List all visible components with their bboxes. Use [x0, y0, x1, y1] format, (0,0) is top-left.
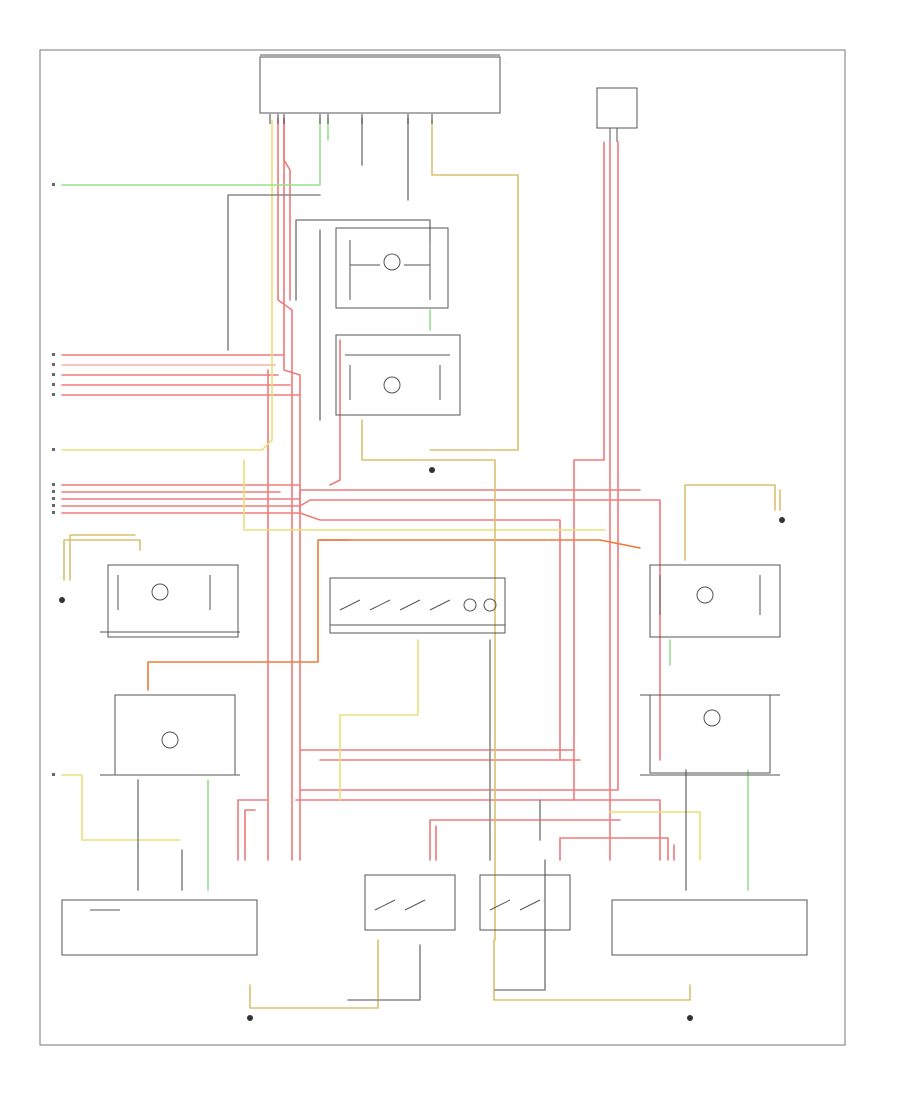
center-switch-assembly [329, 577, 506, 634]
yellow-wire-bundle [61, 119, 781, 1009]
orange-wire-bundle [147, 539, 641, 691]
svg-text:·: · [505, 62, 506, 66]
left-window-switch [364, 874, 456, 931]
red-wire-bundle [61, 117, 675, 861]
right-window-switch [479, 874, 571, 931]
left-edge-terminals [52, 183, 55, 776]
right-front-motor [649, 517, 785, 638]
top-right-fuse-block [596, 87, 638, 142]
top-connector-pins [269, 114, 433, 124]
diagram-frame [39, 49, 846, 1046]
center-control-module [335, 334, 461, 416]
top-control-unit: · [259, 54, 506, 114]
ground-point-center [429, 467, 435, 473]
bottom-right-control-unit [611, 899, 808, 1021]
bottom-left-control-unit [61, 899, 258, 1021]
gray-wire-bundle [137, 117, 687, 1001]
upper-motor-module [335, 227, 449, 309]
left-rear-motor [100, 694, 240, 776]
left-front-motor [59, 564, 240, 638]
right-rear-motor [640, 694, 780, 776]
green-wire-bundle [61, 117, 749, 891]
